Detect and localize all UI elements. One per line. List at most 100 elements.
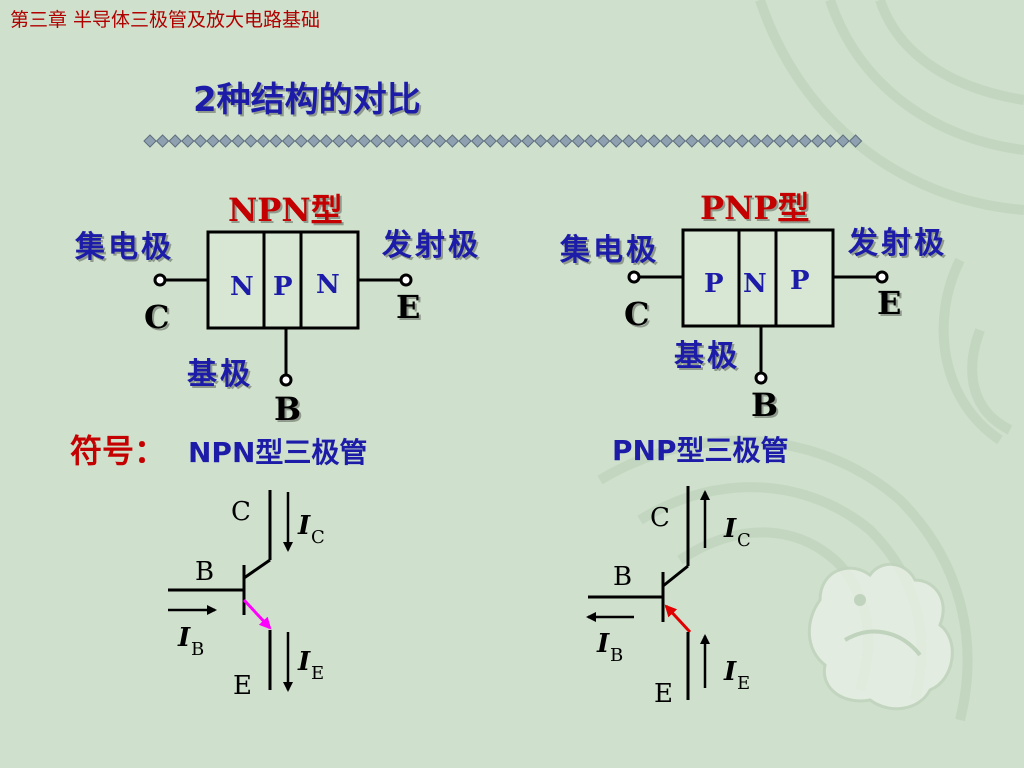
pnp-emitter-label-shadow: 发射极: [849, 228, 949, 263]
npn-ie-sub: E: [311, 663, 324, 684]
npn-sym-emitter-arrow: [242, 598, 272, 630]
npn-base-label-shadow: 基极: [189, 359, 255, 394]
divider-diamond: [269, 134, 283, 148]
divider-diamond: [168, 134, 182, 148]
pnp-base-label-shadow: 基极: [676, 341, 742, 376]
npn-symbol-caption: NPN型三极管: [188, 436, 367, 469]
pnp-emitter-label: 发射极: [847, 226, 947, 261]
divider-diamond: [735, 134, 749, 148]
npn-body: [206, 230, 360, 330]
pnp-layer-3: P: [790, 266, 810, 296]
page-title-shadow: 2种结构的对比: [195, 82, 423, 122]
npn-c-letter-shadow: C: [146, 300, 171, 338]
divider-diamond: [559, 134, 573, 148]
divider-diamond: [407, 134, 422, 148]
divider-diamond: [811, 134, 825, 148]
divider-diamond: [181, 134, 195, 148]
pnp-type-label-shadow: PNP型: [702, 191, 811, 229]
pnp-collector-terminal: [627, 270, 641, 284]
pnp-ib-sub: B: [610, 645, 623, 666]
npn-sym-collector-diag: [243, 558, 271, 580]
divider-diamond: [748, 134, 762, 148]
npn-ic-label: I: [297, 511, 311, 541]
pnp-body: [681, 228, 835, 328]
npn-collector-label: 集电极: [74, 230, 174, 265]
divider-diamond: [294, 134, 308, 148]
divider-diamond: [773, 134, 787, 148]
divider-diamond: [319, 134, 334, 148]
pnp-c-letter: C: [624, 295, 649, 333]
pnp-b-letter: B: [751, 386, 778, 424]
npn-b-letter: B: [274, 390, 301, 428]
npn-ie-label: I: [297, 647, 311, 677]
divider-diamond: [458, 134, 472, 148]
divider-diamond: [508, 134, 523, 148]
divider-diamond: [634, 134, 649, 148]
divider-diamond: [685, 134, 699, 148]
chapter-header: 第三章 半导体三极管及放大电路基础: [10, 9, 320, 31]
npn-sym-b: B: [195, 557, 214, 587]
npn-sym-c: C: [231, 497, 251, 527]
npn-c-letter: C: [144, 298, 169, 336]
divider-diamond: [785, 134, 800, 148]
npn-structure: NPN型 NPN型 集电极 集电极 发射极 发射极 基极 基极 N P N C …: [74, 191, 480, 430]
divider-diamond: [420, 134, 434, 148]
divider-diamond: [496, 134, 510, 148]
divider-diamond: [155, 134, 170, 148]
divider-diamond: [193, 134, 208, 148]
pnp-e-letter-shadow: E: [879, 286, 903, 324]
npn-base-label: 基极: [187, 357, 253, 392]
divider-diamond: [332, 134, 346, 148]
npn-collector-label-shadow: 集电极: [76, 232, 176, 267]
pnp-symbol: C B E I C I B I E: [586, 486, 751, 709]
pnp-layer-1: P: [704, 269, 724, 299]
divider-diamond: [521, 134, 535, 148]
diamond-divider: [143, 134, 863, 148]
pnp-sym-e: E: [654, 679, 673, 709]
divider-diamond: [231, 134, 245, 148]
npn-type-label: NPN型: [228, 191, 343, 229]
pnp-base-label: 基极: [674, 339, 740, 374]
divider-diamond: [647, 134, 661, 148]
dragon-emblem: [807, 562, 954, 711]
npn-layer-1: N: [230, 272, 254, 302]
pnp-emitter-terminal: [875, 270, 889, 284]
npn-type-label-shadow: NPN型: [230, 193, 345, 231]
npn-symbol: C B E I C I B I E: [168, 490, 325, 701]
symbol-prefix: 符号：: [70, 432, 166, 470]
divider-diamond: [256, 134, 271, 148]
divider-diamond: [798, 134, 812, 148]
divider-diamond: [622, 134, 636, 148]
divider-diamond: [433, 134, 447, 148]
pnp-ib-label: I: [596, 629, 610, 659]
divider-diamond: [533, 134, 548, 148]
divider-diamond: [445, 134, 460, 148]
npn-e-letter-shadow: E: [398, 290, 422, 328]
divider-diamond: [344, 134, 359, 148]
divider-diamond: [848, 134, 863, 148]
divider-diamond: [307, 134, 321, 148]
pnp-ie-label: I: [723, 657, 737, 687]
divider-diamond: [470, 134, 485, 148]
pnp-collector-label-shadow: 集电极: [561, 235, 661, 270]
npn-emitter-terminal: [399, 273, 413, 287]
divider-diamond: [722, 134, 737, 148]
pnp-b-letter-shadow: B: [753, 388, 780, 426]
npn-b-letter-shadow: B: [276, 392, 303, 430]
pnp-c-letter-shadow: C: [626, 297, 651, 335]
pnp-sym-emitter-arrow: [664, 604, 692, 634]
npn-layer-3: N: [316, 270, 340, 300]
divider-diamond: [672, 134, 686, 148]
divider-diamond: [382, 134, 397, 148]
npn-ib-label: I: [177, 623, 191, 653]
divider-diamond: [823, 134, 838, 148]
npn-collector-terminal: [153, 273, 167, 287]
pnp-ic-label: I: [723, 514, 737, 544]
npn-sym-e: E: [233, 671, 252, 701]
divider-diamond: [571, 134, 586, 148]
npn-ic-sub: C: [311, 527, 325, 548]
pnp-e-letter: E: [877, 284, 901, 322]
divider-diamond: [281, 134, 296, 148]
pnp-symbol-caption: PNP型三极管: [612, 434, 788, 467]
